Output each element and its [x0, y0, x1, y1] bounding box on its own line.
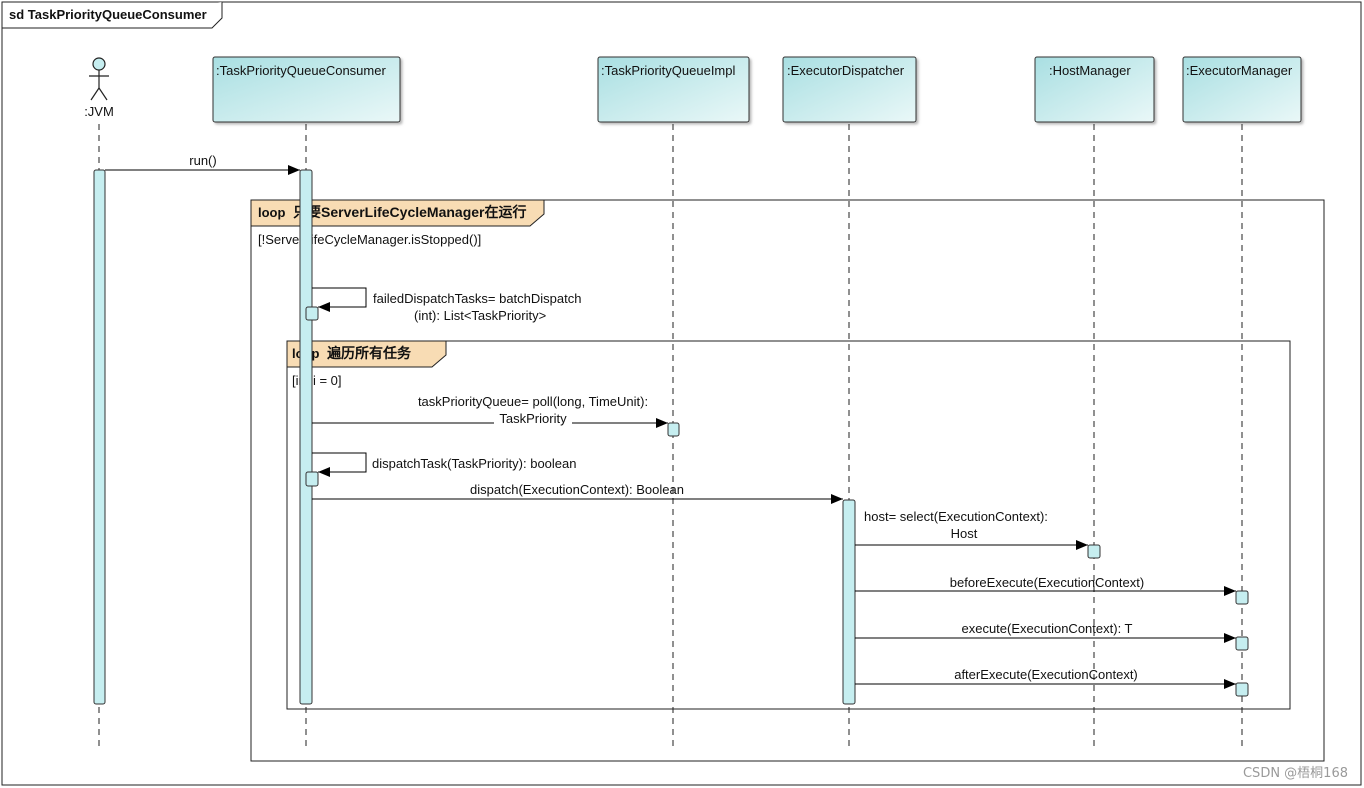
poll-label-background [494, 410, 572, 426]
inner-loop-guard: [int i = 0] [292, 373, 342, 388]
message-dispatch-label: dispatch(ExecutionContext): Boolean [470, 482, 684, 497]
outer-loop-guard: [!ServerLifeCycleManager.isStopped()] [258, 232, 481, 247]
lifeline-head-dispatcher[interactable]: :ExecutorDispatcher [782, 56, 917, 123]
lifeline-head-queueimpl[interactable]: :TaskPriorityQueueImpl [597, 56, 750, 123]
message-batch-dispatch[interactable] [312, 287, 367, 312]
activation-dispatch-task [305, 471, 319, 487]
message-run-label: run() [189, 153, 216, 168]
frame-title: sd TaskPriorityQueueConsumer [9, 7, 207, 22]
activation-execute [1235, 636, 1249, 651]
outer-loop-fragment[interactable]: loop 只要ServerLifeCycleManager在运行 [!Serve… [250, 199, 1325, 762]
stick-figure-icon [89, 57, 109, 101]
lifeline-head-consumer[interactable]: :TaskPriorityQueueConsumer [212, 56, 401, 123]
message-batch-dispatch-label: failedDispatchTasks= batchDispatch [373, 291, 581, 306]
activation-dispatcher [842, 499, 856, 705]
lifeline-label: :ExecutorManager [1186, 63, 1293, 78]
message-dispatch-task-label: dispatchTask(TaskPriority): boolean [372, 456, 576, 471]
message-execute-label: execute(ExecutionContext): T [961, 621, 1132, 636]
activation-jvm [93, 169, 106, 705]
message-after-execute-label: afterExecute(ExecutionContext) [954, 667, 1138, 682]
message-select-label: host= select(ExecutionContext): [864, 509, 1048, 524]
message-dispatch-task[interactable] [312, 452, 367, 477]
activation-after-execute [1235, 682, 1249, 697]
activation-batch-dispatch [305, 306, 319, 321]
actor-label: :JVM [84, 104, 114, 119]
lifeline-label: :HostManager [1049, 63, 1131, 78]
activation-select [1087, 544, 1101, 559]
lifeline-label: :TaskPriorityQueueImpl [601, 63, 735, 78]
lifeline-label: :ExecutorDispatcher [787, 63, 905, 78]
message-poll-label: taskPriorityQueue= poll(long, TimeUnit): [418, 394, 648, 409]
watermark: CSDN @梧桐168 [1243, 766, 1348, 781]
lifeline-head-executormanager[interactable]: :ExecutorManager [1182, 56, 1302, 123]
message-select-label-2: Host [951, 526, 978, 541]
message-before-execute-label: beforeExecute(ExecutionContext) [950, 575, 1144, 590]
activation-poll [667, 422, 680, 437]
activation-bars [93, 169, 1249, 705]
inner-loop-label-tab [286, 340, 447, 368]
message-batch-dispatch-label-2: (int): List<TaskPriority> [414, 308, 546, 323]
message-poll-label-2: TaskPriority [499, 411, 567, 426]
outer-loop-label: loop 只要ServerLifeCycleManager在运行 [258, 204, 526, 220]
inner-loop-label: loop 遍历所有任务 [292, 345, 412, 361]
activation-consumer [299, 169, 313, 705]
outer-loop-label-tab [250, 199, 545, 227]
activation-before-execute [1235, 590, 1249, 605]
lifeline-label: :TaskPriorityQueueConsumer [216, 63, 386, 78]
lifeline-head-hostmanager[interactable]: :HostManager [1034, 56, 1155, 123]
actor-jvm[interactable]: :JVM [84, 57, 114, 119]
